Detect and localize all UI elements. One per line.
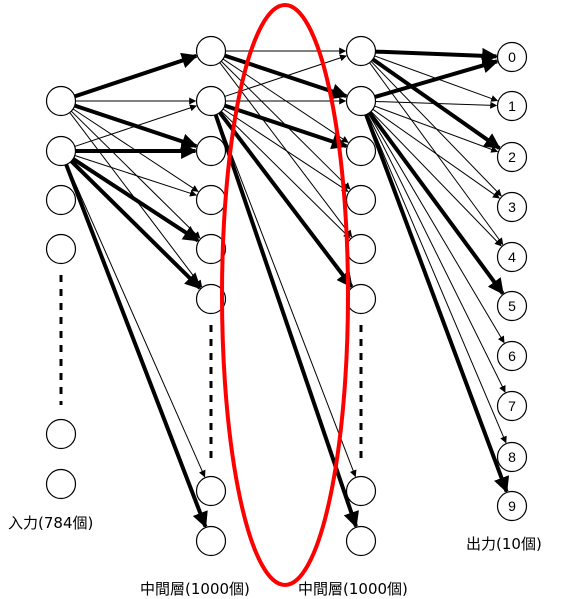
edge-input-hidden1 (69, 159, 202, 290)
output-node-label: 6 (508, 348, 516, 364)
edge-hidden1-hidden2 (218, 111, 354, 288)
input-node (45, 85, 77, 117)
output-node-label: 4 (508, 249, 516, 265)
input-layer-label: 入力(784個) (8, 514, 93, 532)
output-node-label: 3 (508, 199, 516, 215)
output-node-label: 7 (508, 398, 516, 414)
hidden2-node (345, 475, 377, 507)
hidden2-node (345, 283, 377, 315)
output-layer-label: 出力(10個) (466, 535, 542, 553)
output-node (496, 340, 528, 372)
input-node (45, 468, 77, 500)
edge-input-hidden1 (70, 110, 201, 239)
edge-hidden2-output (367, 113, 505, 344)
input-node (45, 135, 77, 167)
edge-hidden2-output (366, 113, 506, 393)
output-node (496, 191, 528, 223)
hidden2-node (345, 85, 377, 117)
output-node (496, 141, 528, 173)
hidden1-node (195, 135, 227, 167)
neuron-nodes: 0 1 2 3 4 5 6 7 8 9 (45, 35, 528, 557)
output-node (496, 290, 528, 322)
output-node-label: 8 (508, 449, 516, 465)
hidden2-node (345, 525, 377, 557)
output-node (496, 241, 528, 273)
hidden2-node (345, 184, 377, 216)
connection-edges (64, 47, 510, 529)
edge-hidden1-hidden2 (213, 114, 359, 528)
edge-hidden2-output (372, 108, 500, 199)
edge-hidden1-hidden2 (224, 103, 348, 150)
output-node (496, 90, 528, 122)
edge-hidden2-output (374, 105, 499, 153)
hidden1-node (195, 475, 227, 507)
hidden1-node (195, 525, 227, 557)
edge-hidden2-output (367, 111, 505, 295)
edge-hidden2-output (364, 113, 510, 493)
input-node (45, 184, 77, 216)
edge-input-hidden1 (74, 104, 197, 147)
edge-input-hidden1 (64, 163, 208, 529)
hidden2-node (345, 135, 377, 167)
hidden2-node (345, 35, 377, 67)
hidden2-layer-label: 中間層(1000個) (298, 580, 408, 598)
edge-hidden1-hidden2 (222, 108, 349, 192)
edge-hidden2-output (370, 111, 502, 247)
edge-input-hidden1 (66, 164, 206, 478)
edge-hidden1-hidden2 (215, 114, 357, 478)
edge-hidden2-output (375, 100, 498, 109)
output-node (496, 441, 528, 473)
hidden1-layer-label: 中間層(1000個) (140, 580, 250, 598)
input-node (45, 233, 77, 265)
output-node-label: 1 (508, 98, 516, 114)
hidden2-node (345, 233, 377, 265)
edge-input-hidden1 (72, 157, 200, 243)
edge-hidden1-hidden2 (224, 54, 347, 97)
edge-input-hidden1 (74, 52, 198, 99)
edge-hidden2-output (374, 57, 499, 99)
output-node-label: 9 (508, 498, 516, 514)
highlight-ellipse (220, 3, 350, 587)
output-node-label: 5 (508, 298, 516, 314)
edge-hidden2-output (366, 114, 507, 444)
output-node (496, 490, 528, 522)
output-node-label: 2 (508, 149, 516, 165)
hidden1-node (195, 35, 227, 67)
output-node (496, 390, 528, 422)
output-node (496, 41, 528, 73)
edge-input-hidden1 (74, 155, 197, 197)
edge-hidden2-output (375, 47, 499, 64)
hidden1-node (195, 283, 227, 315)
input-node (45, 418, 77, 450)
output-node-label: 0 (508, 49, 516, 65)
hidden1-node (195, 233, 227, 265)
hidden1-node (195, 85, 227, 117)
edge-hidden1-hidden2 (220, 110, 351, 239)
hidden1-node (195, 184, 227, 216)
